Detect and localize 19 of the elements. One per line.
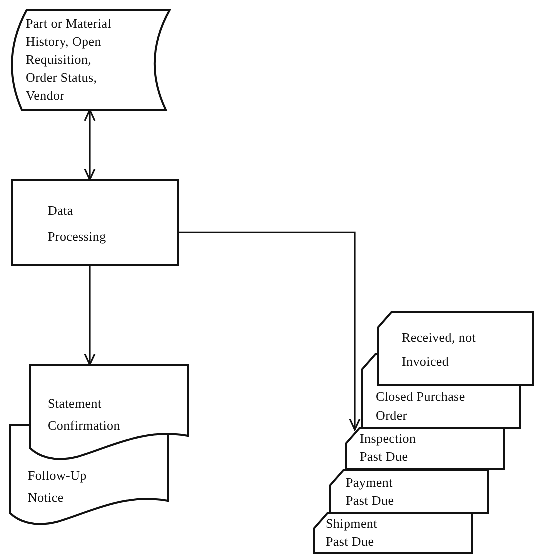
node-label: Data Processing	[48, 202, 108, 246]
node-label: Received, not Invoiced	[402, 329, 478, 371]
document-symbol	[30, 365, 188, 460]
node-label: Payment Past Due	[346, 474, 396, 510]
punch-card	[346, 428, 504, 469]
process-box	[12, 180, 178, 265]
arrow	[178, 232, 361, 431]
storage-symbol	[12, 10, 170, 110]
node-label: Statement Confirmation	[48, 395, 122, 435]
node-label: Closed Purchase Order	[376, 388, 466, 425]
punch-card	[314, 513, 472, 553]
node-label: Part or Material History, Open Requisition, Order Status, Vendor	[26, 15, 113, 105]
node-label: Shipment Past Due	[326, 515, 378, 551]
arrow	[84, 265, 96, 366]
punch-card	[330, 470, 488, 513]
node-label: Inspection Past Due	[360, 430, 418, 466]
arrow	[84, 109, 96, 181]
node-label: Follow-Up Notice	[28, 467, 88, 507]
punch-card	[378, 312, 533, 385]
